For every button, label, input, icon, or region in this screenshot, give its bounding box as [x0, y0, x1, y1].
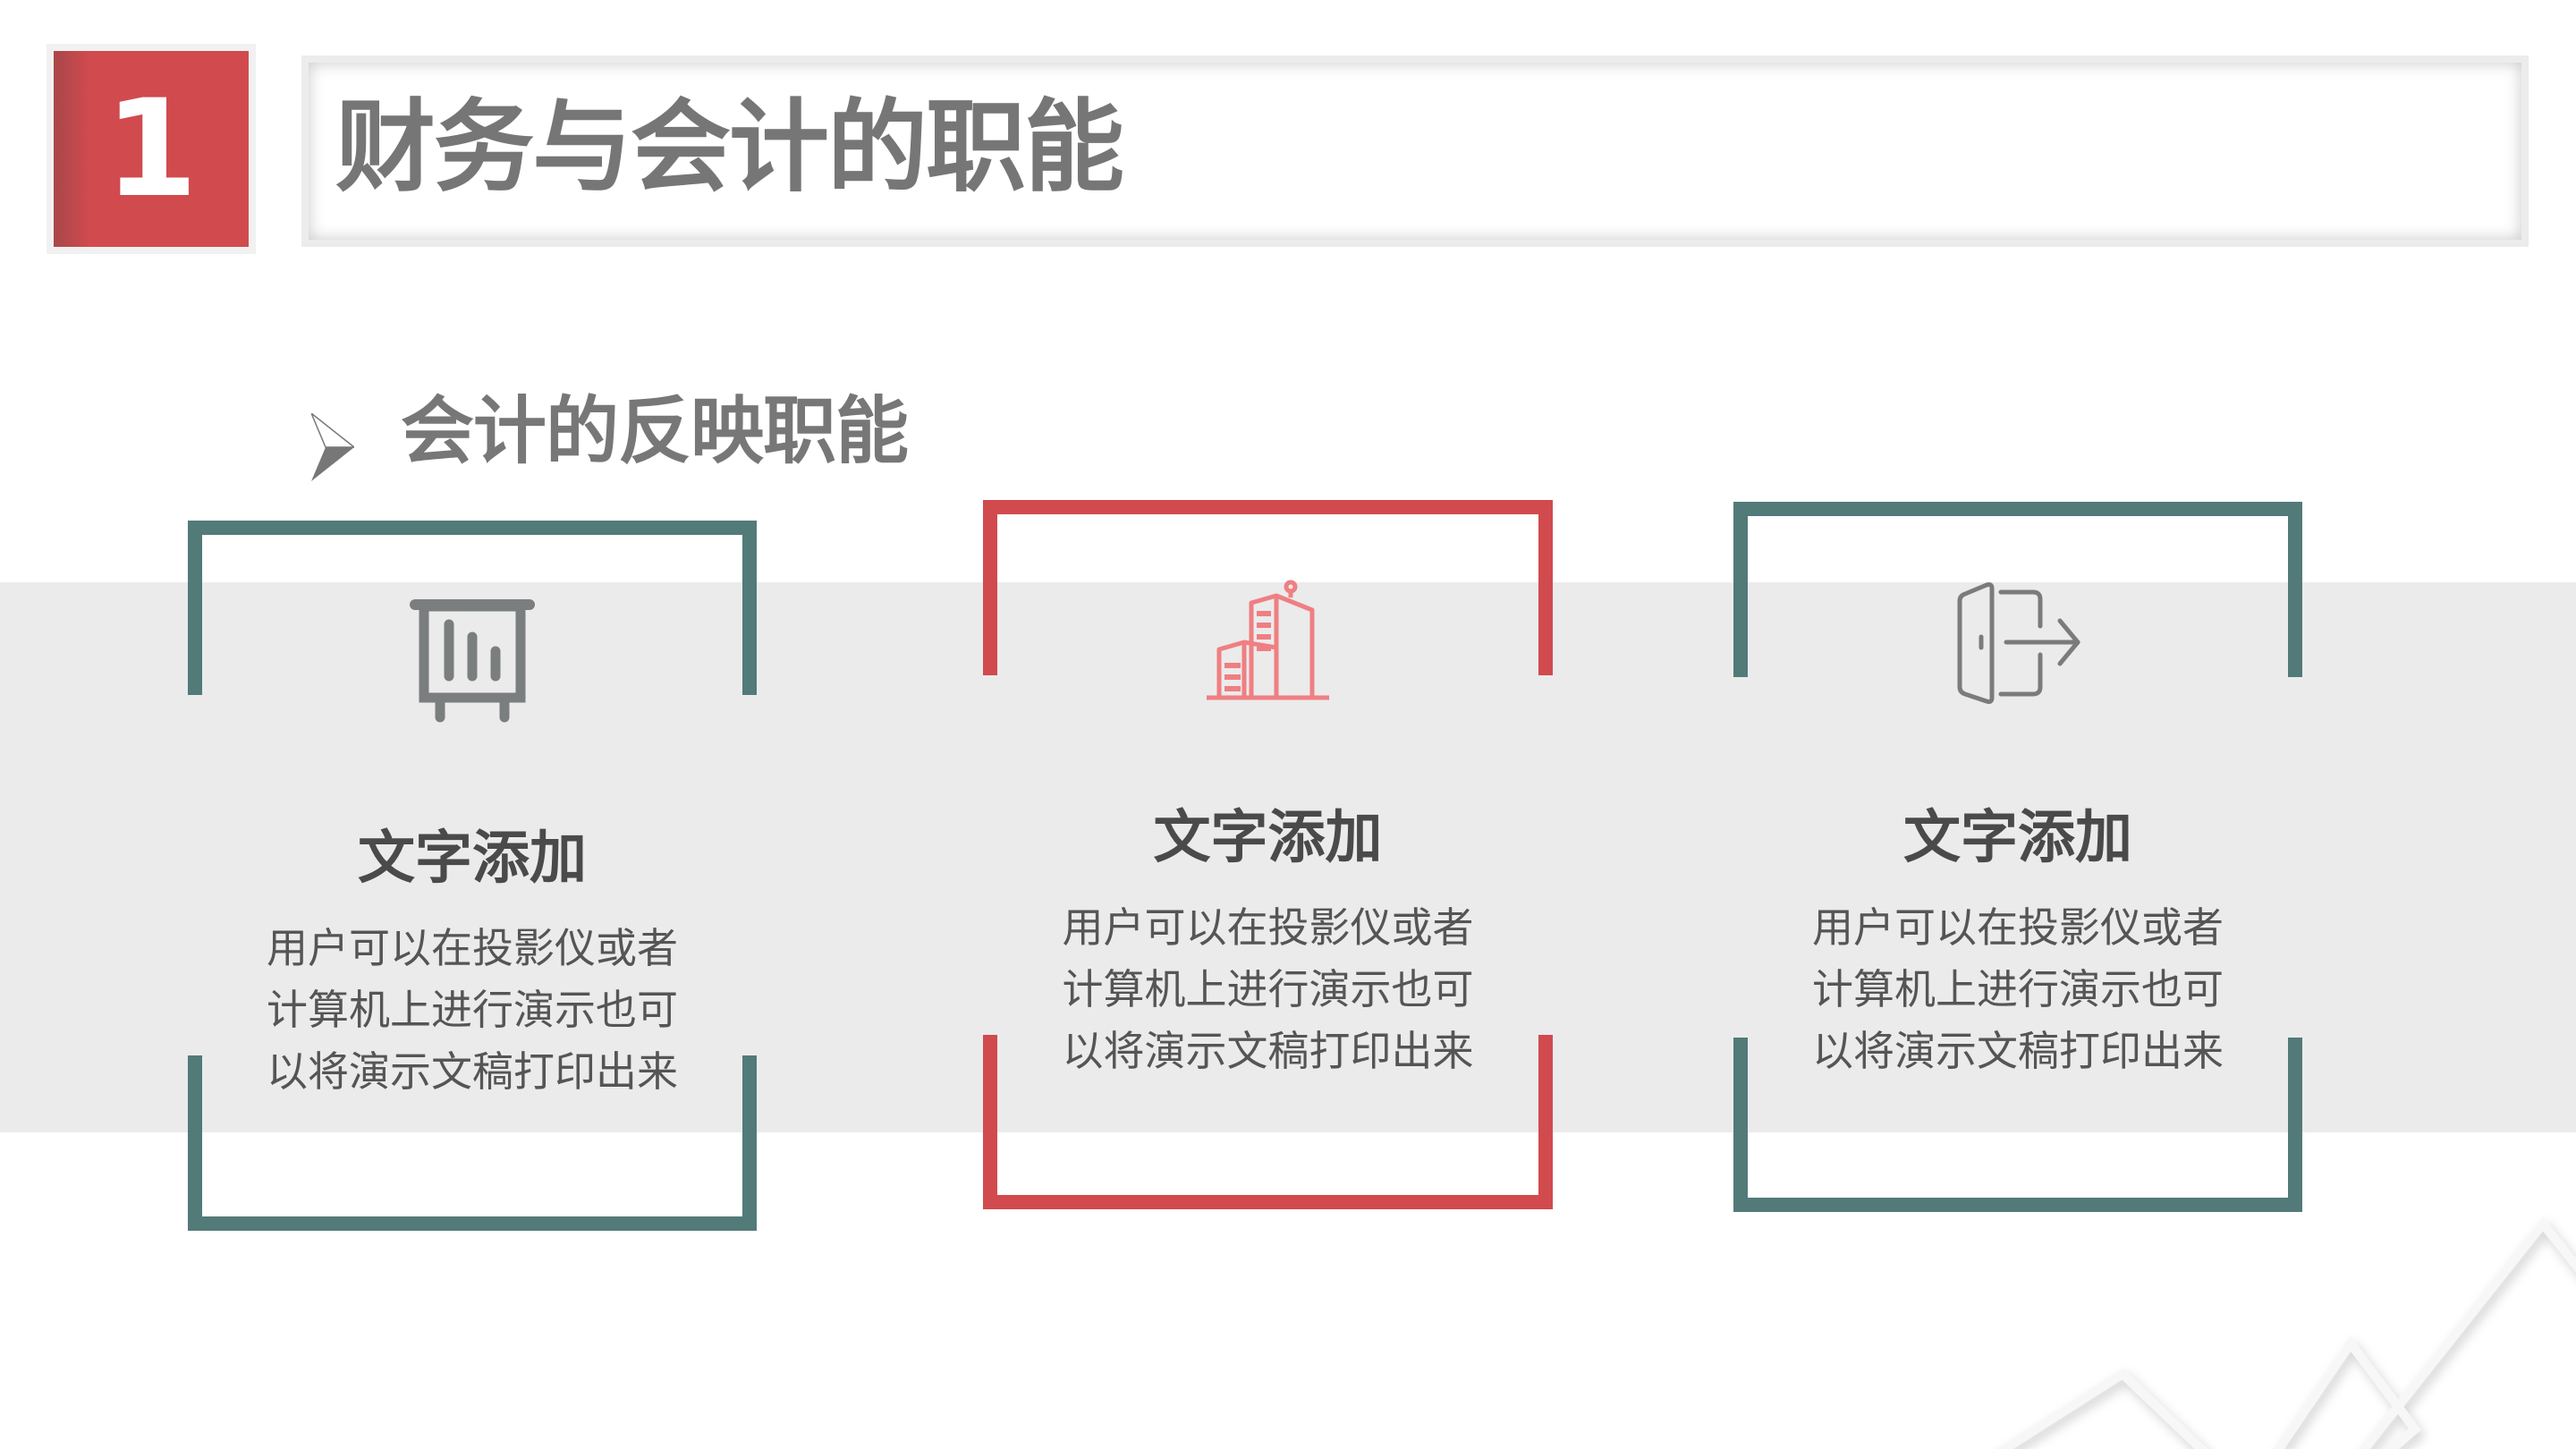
background-band [0, 582, 2576, 1132]
card-body-line: 以将演示文稿打印出来 [267, 1047, 678, 1096]
feature-card-1: 文字添加 用户可以在投影仪或者 计算机上进行演示也可 以将演示文稿打印出来 [188, 521, 757, 1231]
bracket-top-left-leg [188, 521, 202, 695]
section-number-badge: 1 [54, 51, 249, 247]
bracket-bottom-right-leg [1538, 1035, 1553, 1209]
bracket-bottom [1733, 1198, 2302, 1212]
section-subtitle: 会计的反映职能 [401, 389, 909, 474]
exit-door-icon [1957, 582, 2080, 704]
bracket-bottom-right-leg [2288, 1038, 2302, 1212]
card-body-line: 以将演示文稿打印出来 [1812, 1027, 2224, 1075]
buildings-icon [1207, 580, 1329, 700]
bracket-top [983, 500, 1553, 514]
card-heading: 文字添加 [1903, 805, 2132, 871]
card-body-line: 计算机上进行演示也可 [1062, 965, 1474, 1013]
presentation-board-chart-icon [410, 599, 535, 723]
card-heading: 文字添加 [358, 826, 587, 892]
bracket-top [1733, 502, 2302, 516]
section-number: 1 [104, 71, 199, 227]
bracket-bottom [188, 1216, 757, 1231]
bracket-bottom-left-leg [188, 1055, 202, 1231]
bracket-bottom [983, 1195, 1553, 1209]
card-body-line: 计算机上进行演示也可 [1812, 965, 2224, 1013]
bracket-top-right-leg [2288, 502, 2302, 677]
bracket-bottom-left-leg [983, 1035, 997, 1209]
bracket-top-left-leg [1733, 502, 1748, 677]
arrow-right-bullet-icon [311, 413, 354, 481]
page-title: 财务与会计的职能 [335, 89, 1124, 206]
card-body-line: 计算机上进行演示也可 [267, 986, 678, 1034]
card-body-line: 用户可以在投影仪或者 [1062, 903, 1474, 952]
card-body-line: 以将演示文稿打印出来 [1062, 1027, 1474, 1075]
card-heading: 文字添加 [1153, 805, 1383, 871]
card-body-line: 用户可以在投影仪或者 [267, 924, 678, 972]
bracket-top [188, 521, 757, 535]
feature-card-3: 文字添加 用户可以在投影仪或者 计算机上进行演示也可 以将演示文稿打印出来 [1733, 502, 2302, 1212]
bracket-bottom-left-leg [1733, 1038, 1748, 1212]
title-banner: 财务与会计的职能 [301, 55, 2529, 247]
feature-card-2: 文字添加 用户可以在投影仪或者 计算机上进行演示也可 以将演示文稿打印出来 [983, 500, 1553, 1209]
card-body-line: 用户可以在投影仪或者 [1812, 903, 2224, 952]
bracket-bottom-right-leg [742, 1055, 757, 1231]
bracket-top-left-leg [983, 500, 997, 675]
bracket-top-right-leg [1538, 500, 1553, 675]
bracket-top-right-leg [742, 521, 757, 695]
